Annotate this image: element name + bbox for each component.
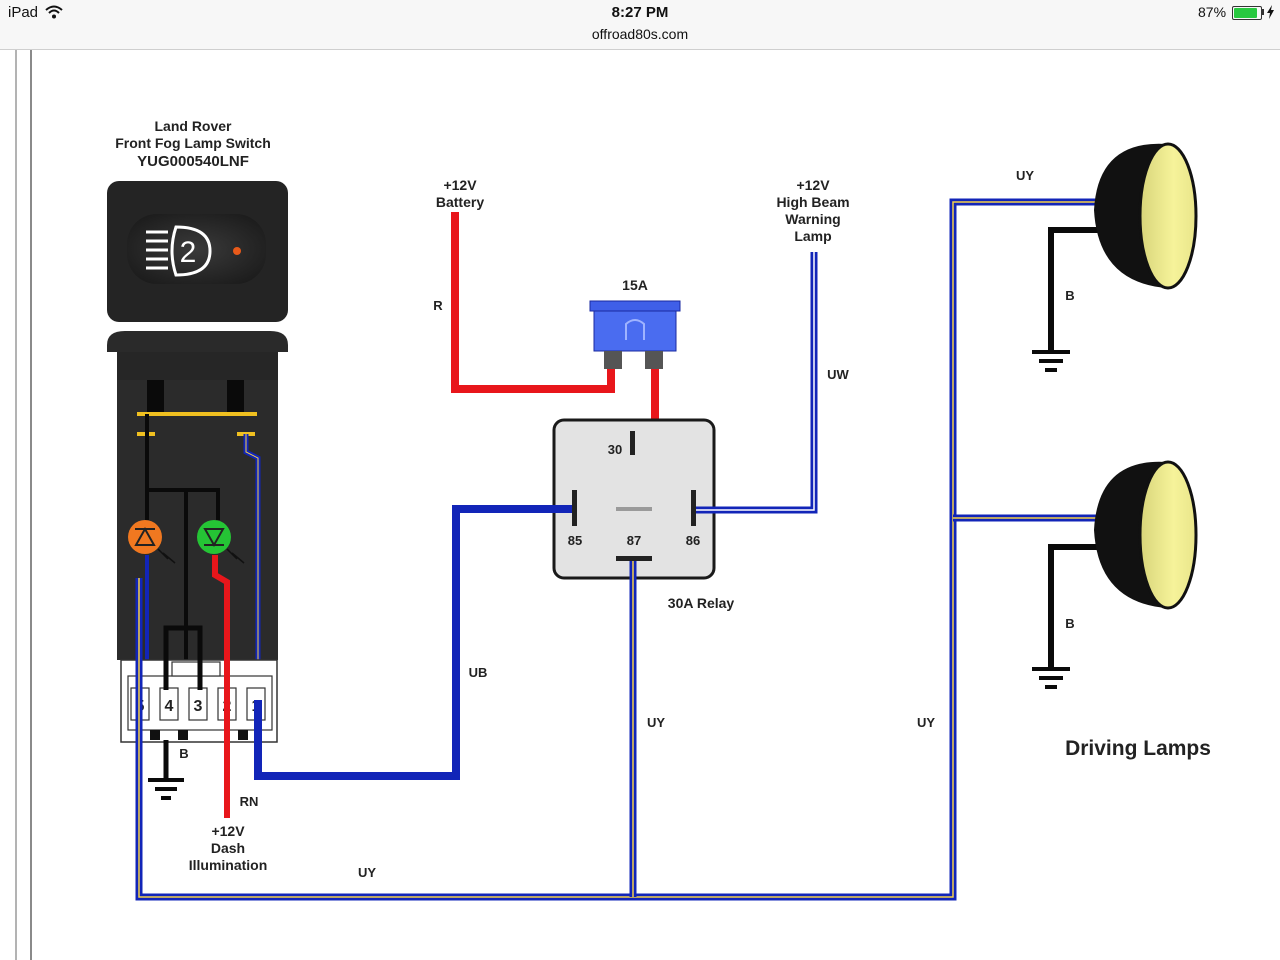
status-bar: iPad 8:27 PM offroad80s.com 87% [0,0,1280,50]
pin-label-3: 3 [194,698,203,715]
uw-warning-wire [696,252,818,514]
wire-code-b-switch: B [179,746,188,761]
driving-lamp-top [1032,142,1198,372]
dash-illumination-label: +12V Dash Illumination [189,823,268,873]
relay-pin-85: 85 [568,533,582,548]
warning-lamp-label: +12V High Beam Warning Lamp [776,177,849,244]
pin-label-4: 4 [165,698,174,715]
switch-part-number: YUG000540LNF [137,153,249,170]
r-battery-wire [451,212,615,393]
wire-code-uw: UW [827,367,849,382]
warning-label-line-1: +12V [796,177,830,193]
fog-lamp-switch-face: 2 [107,181,288,322]
battery-label: +12V Battery [436,177,484,210]
battery-label-line-2: Battery [436,194,484,210]
page-url[interactable]: offroad80s.com [591,26,689,42]
wifi-icon [45,5,63,19]
relay-pin-86: 86 [686,533,700,548]
battery-label-line-1: +12V [443,177,477,193]
fog-lamp-icon [146,225,212,277]
switch-icon-number: 2 [180,236,197,269]
wire-code-ub: UB [469,665,488,680]
wire-code-uy-right: UY [917,715,935,730]
wire-code-uy-relay: UY [647,715,665,730]
clock: 8:27 PM [611,4,669,21]
relay-pin-30: 30 [608,442,622,457]
dash-label-line-1: +12V [211,823,245,839]
switch-title: Land Rover Front Fog Lamp Switch YUG0005… [115,118,271,170]
battery-percent: 87% [1198,4,1227,20]
fuse-15a: 15A [589,277,681,369]
wire-code-uy-bottom: UY [358,865,376,880]
relay-label: 30A Relay [668,595,735,611]
switch-ground-wire [163,625,203,778]
wire-code-rn: RN [240,794,259,809]
fuse-label: 15A [622,277,648,293]
led-green [197,520,245,564]
wire-code-b-lamp-top: B [1065,288,1074,303]
battery-tip [1262,9,1264,15]
ub-switch-to-relay-wire [254,505,572,780]
relay-pin-87: 87 [627,533,641,548]
device-name: iPad [8,4,39,21]
switch-title-line-1: Land Rover [154,118,232,134]
switch-indicator-dot [233,247,241,255]
wire-code-b-lamp-bottom: B [1065,616,1074,631]
led-orange [128,520,176,564]
wire-code-r: R [433,298,443,313]
dash-label-line-2: Dash [211,840,245,856]
wire-code-uy-top: UY [1016,168,1034,183]
switch-rear-body [107,331,288,660]
dash-label-line-3: Illumination [189,857,268,873]
uy-wire-loop [135,198,1100,901]
ground-symbol-switch [148,778,184,800]
warning-label-line-2: High Beam [776,194,849,210]
warning-label-line-3: Warning [785,211,840,227]
warning-label-line-4: Lamp [794,228,831,244]
driving-lamp-bottom [1032,460,1198,689]
battery-icon [1232,6,1262,20]
charging-bolt-icon [1267,5,1274,19]
battery-fill [1234,8,1257,18]
relay-30a: 30 85 87 86 [552,418,716,580]
switch-title-line-2: Front Fog Lamp Switch [115,135,271,151]
wiring-diagram: Land Rover Front Fog Lamp Switch YUG0005… [15,50,1211,960]
driving-lamps-label: Driving Lamps [1065,737,1211,760]
rn-dash-wire [212,555,230,818]
